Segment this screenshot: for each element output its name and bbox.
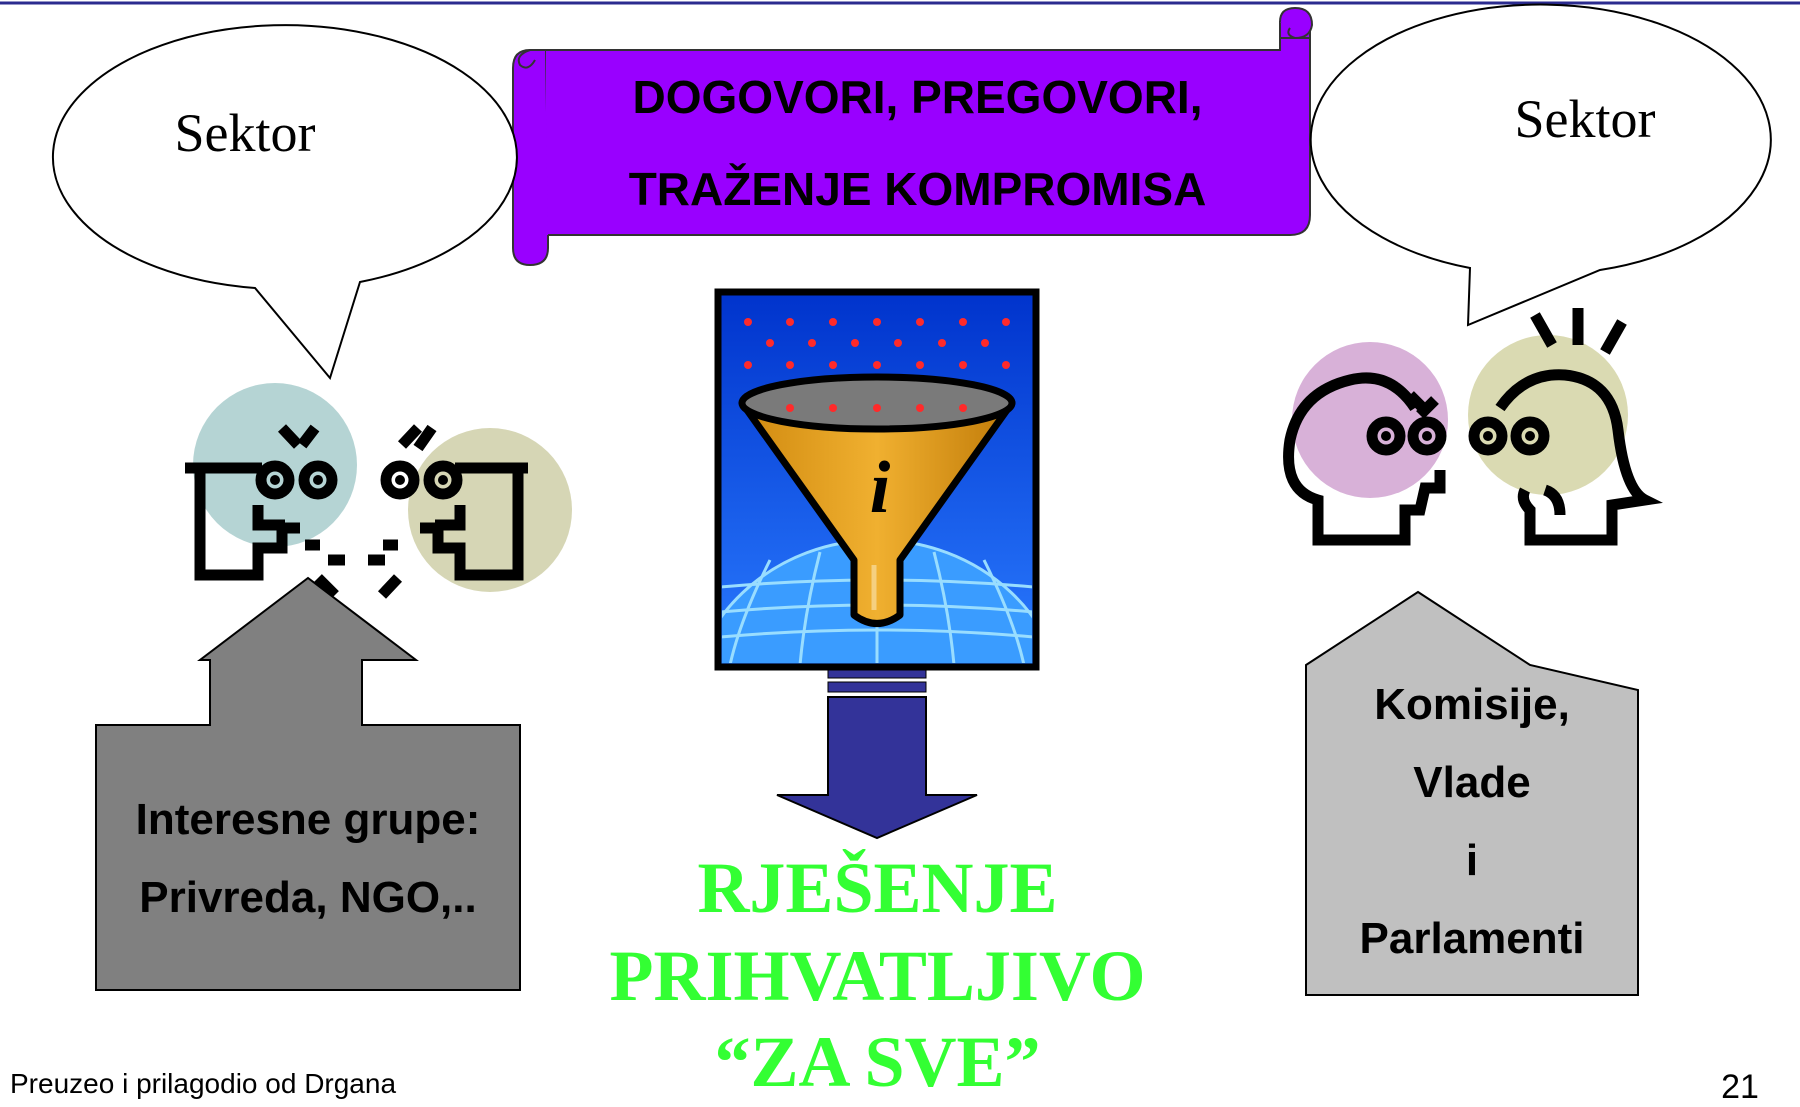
banner-scroll	[512, 6, 1314, 267]
down-arrow	[776, 669, 978, 840]
right-box-line-3: i	[1465, 836, 1479, 885]
result-line-1: RJEŠENJE	[697, 848, 1058, 928]
funnel-info-glyph: i	[870, 447, 891, 529]
result-line-2: PRIHVATLJIVO	[609, 936, 1146, 1016]
left-box-line-1: Interesne grupe:	[135, 795, 481, 844]
interest-groups-arrow-box	[95, 576, 521, 991]
banner-line-2: TRAŽENJE KOMPROMISA	[628, 163, 1207, 215]
info-funnel-icon: i	[714, 288, 1040, 671]
result-line-3: “ZA SVE”	[714, 1022, 1041, 1102]
footer-credit: Preuzeo i prilagodio od Drgana	[10, 1068, 397, 1099]
right-box-line-1: Komisije,	[1374, 680, 1570, 729]
institutions-house-box	[1305, 590, 1639, 996]
speech-bubble-icon	[52, 24, 518, 381]
banner-line-1: DOGOVORI, PREGOVORI,	[632, 71, 1203, 123]
right-bubble-text: Sektor	[1514, 89, 1656, 149]
left-bubble-text: Sektor	[174, 103, 316, 163]
left-box-line-2: Privreda, NGO,..	[139, 873, 477, 922]
right-box-line-4: Parlamenti	[1359, 914, 1585, 963]
arguing-people-icon	[185, 383, 572, 599]
right-box-line-2: Vlade	[1413, 758, 1531, 807]
conversing-people-icon	[1283, 308, 1663, 546]
page-number: 21	[1721, 1068, 1759, 1106]
speech-bubble-icon	[1309, 3, 1772, 327]
